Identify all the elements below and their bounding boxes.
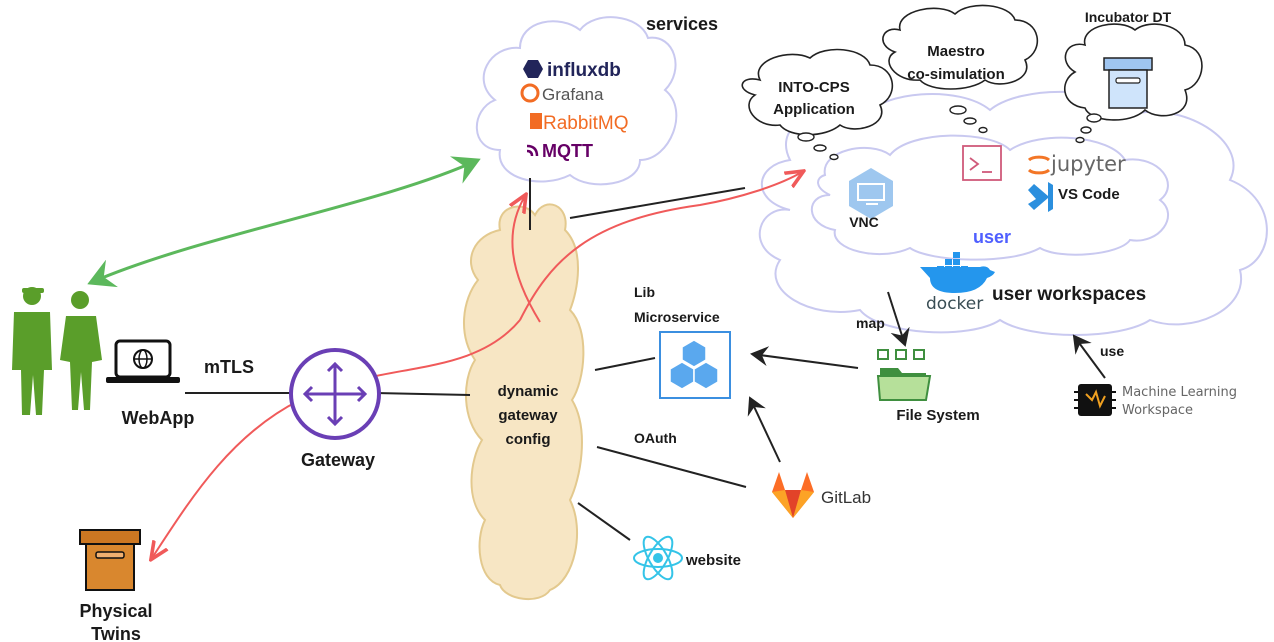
jupyter-text: jupyter: [1050, 152, 1126, 176]
vscode-text: VS Code: [1058, 186, 1120, 203]
connection-lines: [185, 178, 747, 541]
influxdb-logo: influxdb: [523, 60, 621, 81]
gateway-config-label-3: config: [506, 431, 551, 448]
website-label: website: [685, 552, 741, 569]
react-icon: [633, 535, 683, 581]
gateway-config-label-1: dynamic: [498, 383, 559, 400]
services-cloud: [475, 16, 678, 186]
gitlab-text: GitLab: [821, 488, 871, 507]
lib-label-2: Microservice: [634, 309, 720, 325]
intocps-label-2: Application: [773, 101, 855, 118]
maestro-bubble: [882, 4, 1039, 134]
mqtt-text: MQTT: [542, 141, 593, 161]
file-system-label: File System: [896, 407, 979, 424]
chip-icon: [1074, 384, 1116, 416]
ml-label-2: Workspace: [1122, 403, 1193, 418]
user-workspaces-label: user workspaces: [992, 284, 1146, 305]
globe-laptop-icon: [106, 339, 180, 383]
rabbitmq-logo: RabbitMQ: [530, 113, 629, 134]
docker-text: docker: [926, 294, 983, 314]
physical-label-1: Physical: [79, 601, 152, 621]
green-arrow: [87, 156, 481, 288]
services-label: services: [646, 14, 718, 34]
ml-label-1: Machine Learning: [1122, 385, 1237, 400]
vscode-icon: [1028, 182, 1053, 212]
webapp-label: WebApp: [122, 408, 195, 428]
docker-icon: [920, 252, 995, 293]
monitor-icon: [849, 168, 893, 219]
user-label: user: [973, 227, 1011, 247]
grafana-text: Grafana: [542, 85, 604, 104]
user-workspaces-cloud: [758, 90, 1268, 336]
incubator-label: Incubator DT: [1085, 9, 1172, 25]
influxdb-text: influxdb: [547, 60, 621, 81]
maestro-label-2: co-simulation: [907, 66, 1005, 83]
gateway-config-label-2: gateway: [498, 407, 558, 424]
red-arrow-services: [512, 196, 541, 323]
map-label: map: [856, 315, 885, 331]
lib-label-1: Lib: [634, 284, 655, 300]
rabbitmq-text: RabbitMQ: [543, 113, 629, 134]
gateway-config-cloud: [463, 203, 585, 601]
intocps-bubble: [741, 48, 894, 161]
mqtt-logo: MQTT: [526, 141, 593, 161]
folder-icon: [876, 349, 932, 401]
physical-label-2: Twins: [91, 624, 141, 642]
terminal-icon: [962, 145, 1002, 181]
vnc-label: VNC: [849, 214, 879, 230]
jupyter-icon: [1027, 155, 1051, 175]
incubator-box-icon: [1103, 57, 1153, 109]
red-arrow-vnc: [519, 172, 802, 321]
gitlab-icon: [772, 472, 814, 518]
black-arrows: [747, 291, 1106, 463]
use-label: use: [1100, 343, 1124, 359]
grafana-logo: Grafana: [520, 83, 604, 104]
mtls-label: mTLS: [204, 357, 254, 377]
maestro-label-1: Maestro: [927, 43, 985, 60]
gateway-label: Gateway: [301, 450, 375, 470]
box-icon: [79, 529, 141, 591]
gateway-arrows-icon: [289, 348, 381, 440]
person-icon: [12, 287, 102, 415]
cubes-icon: [659, 331, 731, 399]
oauth-label: OAuth: [634, 430, 677, 446]
intocps-label-1: INTO-CPS: [778, 79, 849, 96]
